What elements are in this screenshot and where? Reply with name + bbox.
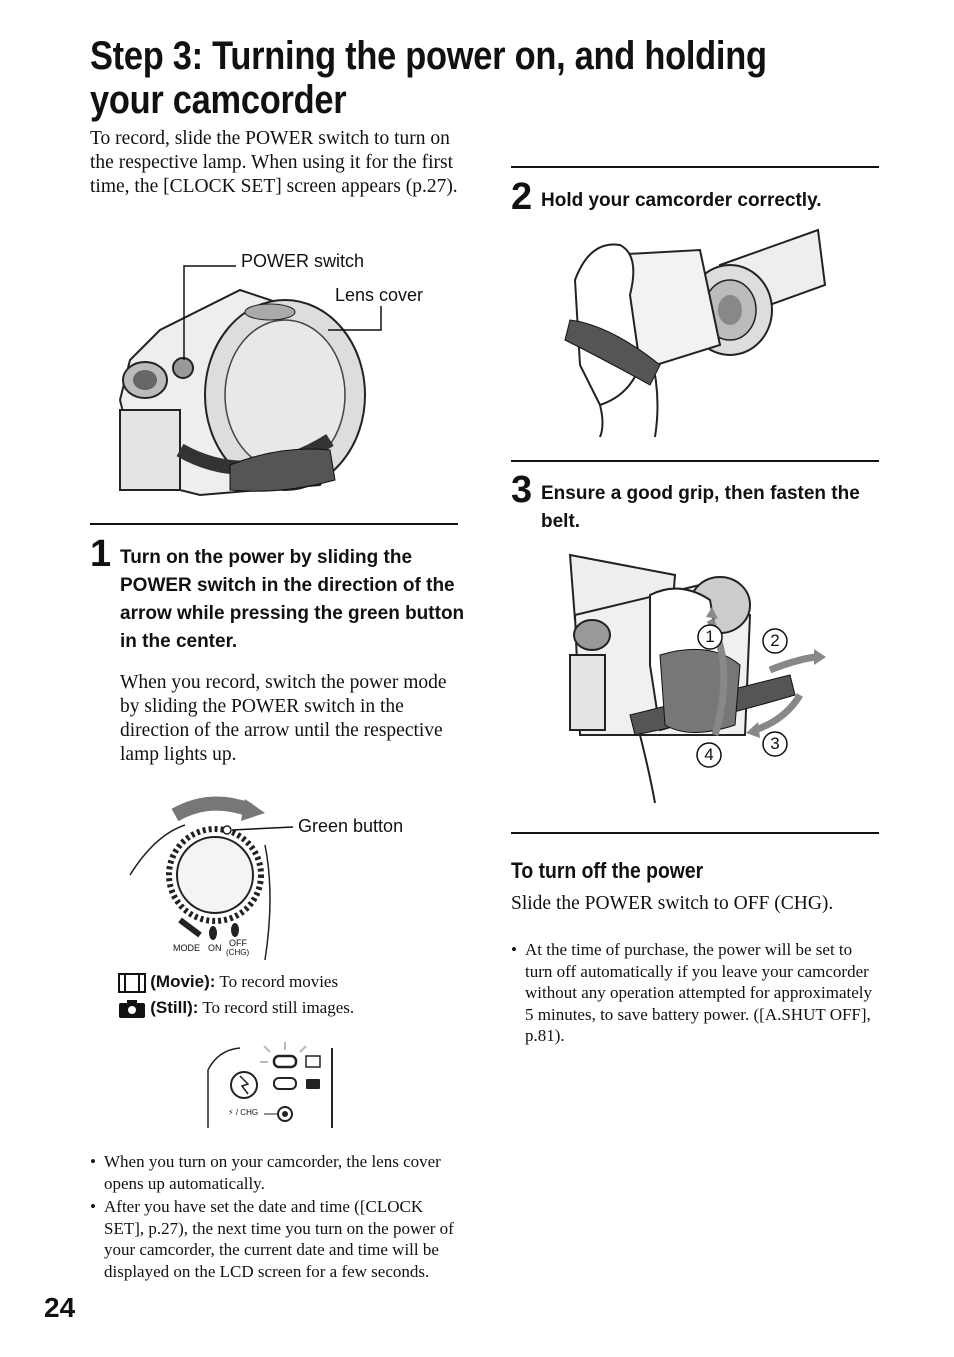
lamp-panel-illustration <box>207 1042 333 1128</box>
movie-mode-row: (Movie): To record movies <box>118 972 339 994</box>
callout-1: 1 <box>705 627 715 646</box>
step3-number: 3 <box>511 469 533 511</box>
mode-label: MODE <box>173 943 200 953</box>
grip-belt-illustration <box>568 553 826 804</box>
turn-off-rule <box>511 832 879 834</box>
green-button-label: Green button <box>298 816 404 836</box>
note-lens-cover: When you turn on your camcorder, the len… <box>90 1151 460 1194</box>
callout-2: 2 <box>770 631 780 650</box>
on-label: ON <box>208 943 222 953</box>
step2-heading: Hold your camcorder correctly. <box>541 190 822 211</box>
movie-mode-label: (Movie): <box>150 972 216 991</box>
lens-cover-label: Lens cover <box>335 285 424 305</box>
intro-text: To record, slide the POWER switch to tur… <box>90 128 458 197</box>
notes-left: When you turn on your camcorder, the len… <box>90 1151 460 1282</box>
note-clock-set: After you have set the date and time ([C… <box>90 1196 460 1282</box>
movie-icon <box>118 973 146 994</box>
camera-icon <box>119 1000 145 1019</box>
page-number: 24 <box>44 1292 76 1323</box>
still-mode-row: (Still): To record still images. <box>118 998 354 1019</box>
note-auto-shut-off: At the time of purchase, the power will … <box>511 939 879 1047</box>
turn-off-heading: To turn off the power <box>511 858 704 883</box>
step3-heading: Ensure a good grip, then fasten the belt… <box>541 483 860 532</box>
page-title: Step 3: Turning the power on, and holdin… <box>90 34 767 122</box>
step1-heading: Turn on the power by sliding the POWER s… <box>120 547 465 652</box>
movie-mode-text: To record movies <box>219 972 339 991</box>
flash-chg-label: ⚡ / CHG <box>228 1108 259 1117</box>
still-mode-text: To record still images. <box>202 998 355 1017</box>
still-mode-label: (Still): <box>150 998 199 1017</box>
power-switch-label: POWER switch <box>241 251 365 271</box>
power-dial-illustration <box>129 796 271 961</box>
chg-label: (CHG) <box>226 948 250 957</box>
step1-rule <box>90 523 458 525</box>
step2-number: 2 <box>511 176 533 218</box>
turn-off-text: Slide the POWER switch to OFF (CHG). <box>511 893 834 914</box>
step2-rule <box>511 166 879 168</box>
callout-4: 4 <box>704 745 714 764</box>
camcorder-illustration <box>118 288 366 497</box>
off-label: OFF <box>229 938 247 948</box>
step1-body: When you record, switch the power mode b… <box>120 672 447 765</box>
turn-off-notes: At the time of purchase, the power will … <box>511 939 879 1047</box>
holding-camcorder-illustration <box>564 228 827 438</box>
callout-3: 3 <box>770 734 780 753</box>
step3-rule <box>511 460 879 462</box>
step1-number: 1 <box>90 533 112 575</box>
